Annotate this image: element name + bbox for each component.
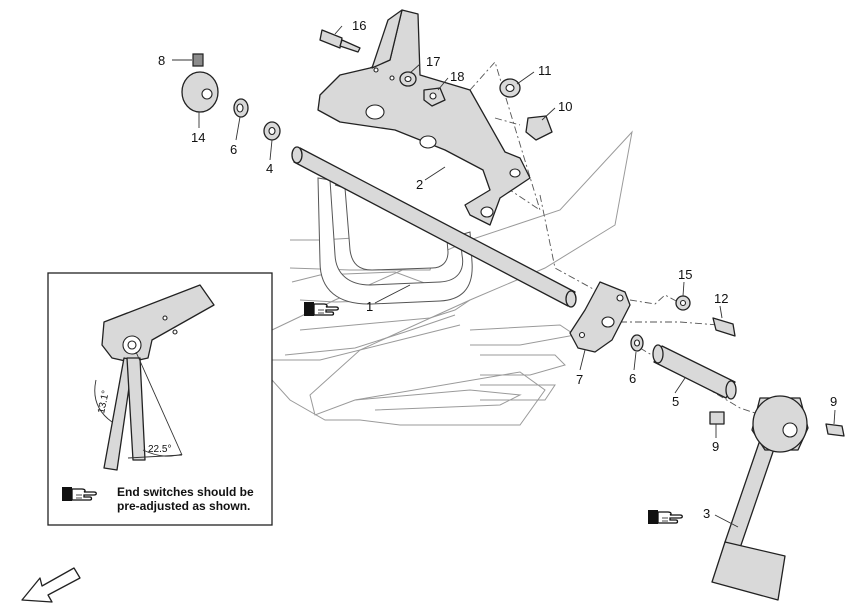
callout-6-right: 6 [629, 371, 636, 386]
part-1-shaft [291, 146, 577, 308]
small-parts [181, 29, 845, 437]
callout-7: 7 [576, 372, 583, 387]
callout-10: 10 [558, 99, 572, 114]
part-7-lever-plate [569, 281, 631, 353]
callout-16: 16 [352, 18, 366, 33]
callout-5: 5 [672, 394, 679, 409]
inset-note-line-1: End switches should be [117, 485, 254, 499]
callout-8: 8 [158, 53, 165, 68]
pointing-hand-icon [647, 509, 683, 525]
callout-11: 11 [538, 63, 552, 78]
callout-6-top: 6 [230, 142, 237, 157]
callout-9-left: 9 [712, 439, 719, 454]
callout-numbers: 16 17 18 11 10 8 14 6 4 2 1 15 12 7 6 5 … [158, 18, 837, 521]
callout-12: 12 [714, 291, 728, 306]
callout-14: 14 [191, 130, 205, 145]
part-2-bracket [317, 9, 531, 226]
callout-15: 15 [678, 267, 692, 282]
inset-detail-box: 13.1° 22.5° End switches should be pre-a… [47, 272, 273, 526]
callout-1: 1 [366, 299, 373, 314]
part-5-sleeve [652, 344, 737, 400]
callout-2: 2 [416, 177, 423, 192]
assembly-lines [469, 61, 771, 419]
callout-4: 4 [266, 161, 273, 176]
leader-lines [172, 25, 836, 528]
pointing-hand-icon [303, 301, 339, 317]
angle-22-5-label: 22.5° [148, 444, 171, 455]
direction-arrow-icon [21, 567, 81, 603]
callout-3: 3 [703, 506, 710, 521]
callout-17: 17 [426, 54, 440, 69]
angle-13-1-label: 13.1° [96, 389, 112, 414]
callout-18: 18 [450, 69, 464, 84]
part-3-pedal-arm [711, 395, 809, 601]
inset-note-line-2: pre-adjusted as shown. [117, 499, 250, 513]
background-housing [271, 130, 633, 426]
callout-9-right: 9 [830, 394, 837, 409]
